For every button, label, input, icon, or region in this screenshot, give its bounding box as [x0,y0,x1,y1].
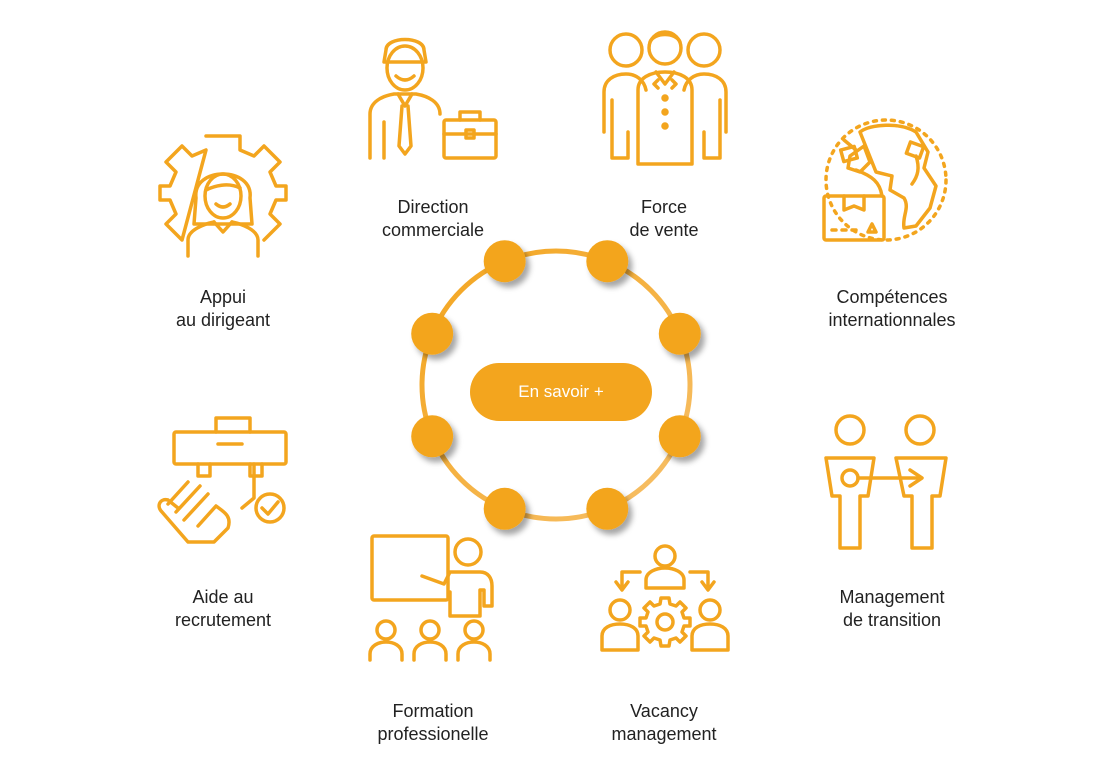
label-appui: Appui au dirigeant [123,286,323,332]
ring-circle [419,248,693,522]
label-vacancy: Vacancy management [564,700,764,746]
label-direction-commerciale: Direction commerciale [333,196,533,242]
label-line: Appui [199,287,247,307]
label-line: management [611,724,717,744]
ring-node [586,240,629,283]
gear-woman-icon [158,128,288,258]
label-aide-recrutement: Aide au recrutement [123,586,323,632]
label-line: internationnales [828,310,956,330]
label-line: recrutement [174,610,272,630]
ring-node [483,487,526,530]
team-gear-icon [600,544,730,654]
label-competences: Compétences internationnales [792,286,992,332]
label-line: commerciale [381,220,485,240]
businessman-briefcase-icon [368,34,498,160]
globe-package-icon [820,116,950,244]
ring-nodes [411,240,701,530]
label-force-de-vente: Force de vente [564,196,764,242]
ring-node [586,487,629,530]
ring-node [411,415,454,458]
sales-team-icon [600,28,730,166]
label-line: Direction [397,197,469,217]
hand-briefcase-check-icon [158,416,290,546]
handover-people-icon [822,414,952,550]
label-line: au dirigeant [175,310,271,330]
label-line: Compétences [836,287,948,307]
en-savoir-plus-button[interactable]: En savoir + [470,363,652,421]
label-formation: Formation professionelle [333,700,533,746]
label-line: de vente [629,220,699,240]
label-line: professionelle [377,724,489,744]
ring-node [658,415,701,458]
label-line: Vacancy [630,701,698,721]
ring-node [411,312,454,355]
label-line: Force [640,197,687,217]
training-presentation-icon [368,532,494,662]
label-line: Formation [392,701,474,721]
label-management-transition: Management de transition [792,586,992,632]
label-line: Management [839,587,945,607]
ring-node [658,312,701,355]
label-line: Aide au [192,587,254,607]
ring-node [483,240,526,283]
label-line: de transition [842,610,942,630]
